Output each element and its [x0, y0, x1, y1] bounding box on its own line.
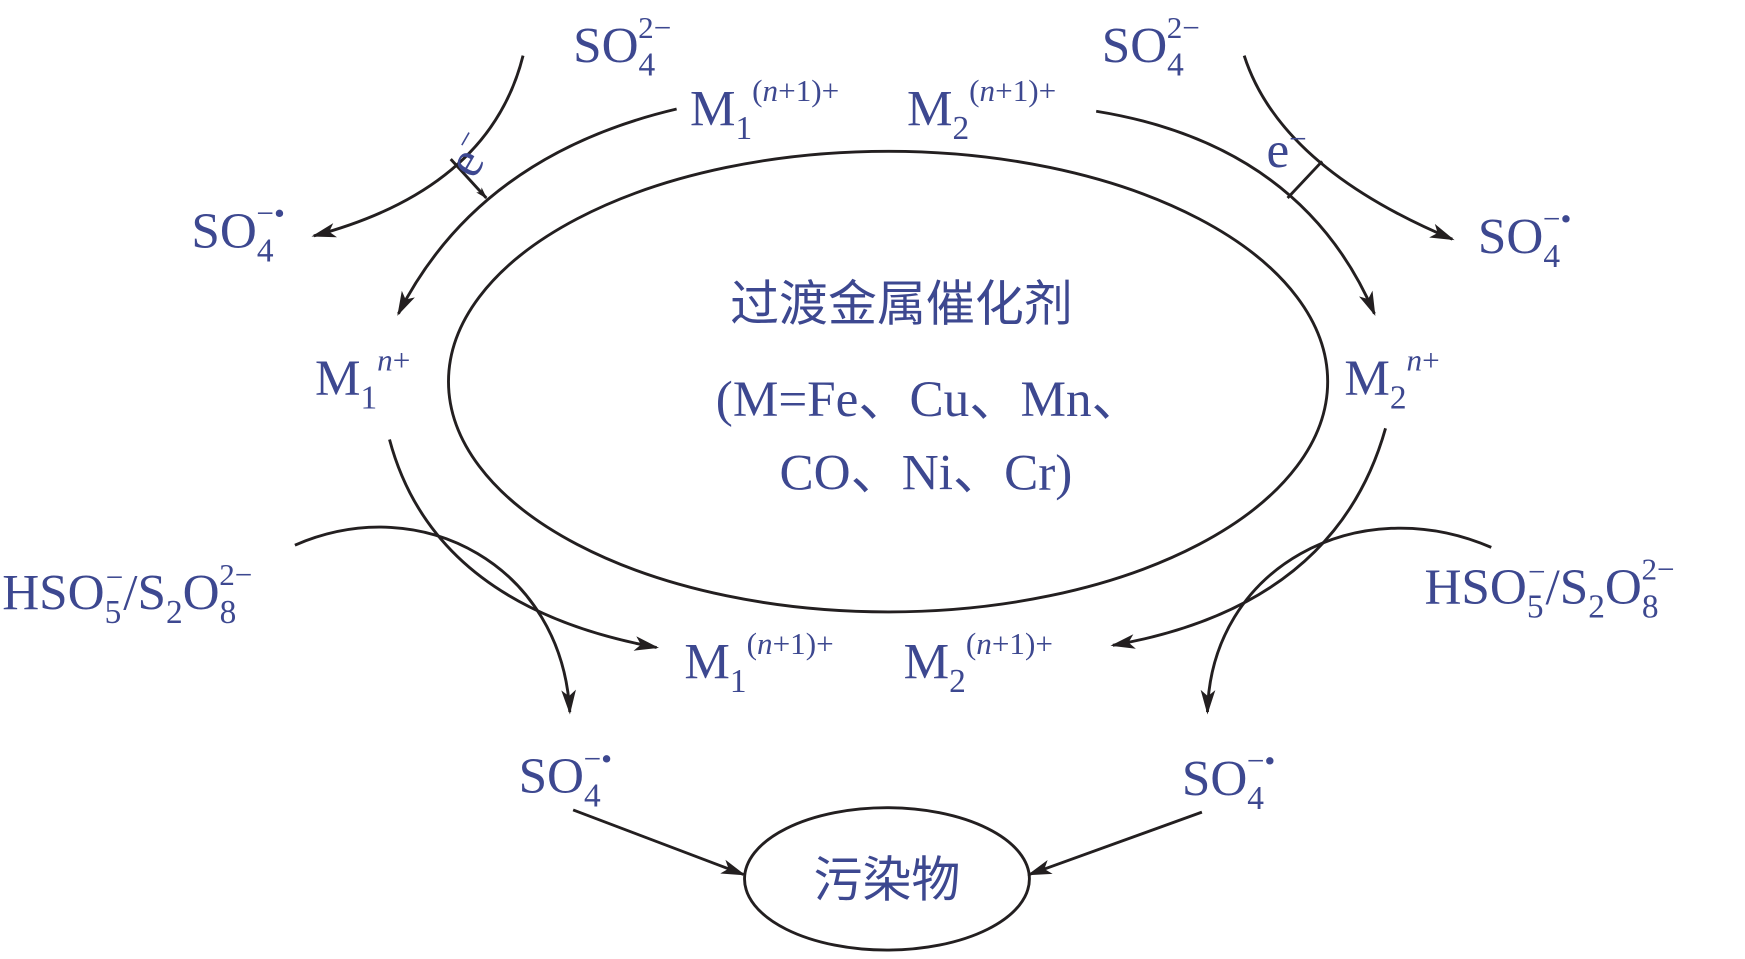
- electron-transfer-right: [1286, 160, 1324, 200]
- arrow-oxidant-right-to-radical: [1200, 526, 1492, 715]
- m1-high-bottom: M1(n+1)+: [684, 626, 833, 700]
- electron-label-right: e−: [1266, 121, 1306, 179]
- sulfate-top-left: SO42−: [573, 10, 671, 84]
- oxidant-left: HSO5−/S2O82−: [2, 557, 252, 631]
- m1-high-top: M1(n+1)+: [690, 73, 839, 147]
- catalyst-metals-line2: CO、Ni、Cr): [779, 445, 1072, 502]
- catalyst-metals-line1: (M=Fe、Cu、Mn、: [716, 371, 1143, 428]
- arrow-m1-low-to-m1-high: [388, 439, 660, 651]
- pollutant-label: 污染物: [814, 852, 961, 909]
- electron-transfer-left: [449, 158, 488, 200]
- arrow-m1-high-to-m1-low: [397, 107, 677, 316]
- pollutant-ellipse: [743, 806, 1031, 952]
- arrow-so4-to-radical-right: [1242, 55, 1455, 241]
- arrow-so4-to-radical-left: [311, 55, 525, 238]
- sulfate-radical-lower-left: SO4−•: [519, 741, 612, 815]
- sulfate-top-right: SO42−: [1102, 10, 1200, 84]
- arrow-m2-high-to-m2-low: [1095, 109, 1376, 316]
- sulfate-radical-upper-right: SO4−•: [1478, 201, 1571, 275]
- catalyst-ellipse: [447, 149, 1330, 614]
- sulfate-radical-upper-left: SO4−•: [191, 196, 284, 270]
- m2-high-top: M2(n+1)+: [907, 73, 1056, 147]
- m2-low: M2n+: [1344, 342, 1439, 416]
- arrow-radical-left-to-pollutant: [572, 808, 746, 876]
- arrow-m2-low-to-m2-high: [1110, 427, 1387, 649]
- arrow-radical-right-to-pollutant: [1027, 810, 1203, 876]
- m1-low: M1n+: [315, 342, 410, 416]
- oxidant-right: HSO5−/S2O82−: [1424, 552, 1674, 626]
- sulfate-radical-lower-right: SO4−•: [1182, 743, 1275, 817]
- arrow-oxidant-left-to-radical: [294, 525, 576, 715]
- m2-high-bottom: M2(n+1)+: [904, 626, 1053, 700]
- catalyst-title: 过渡金属催化剂: [730, 275, 1073, 332]
